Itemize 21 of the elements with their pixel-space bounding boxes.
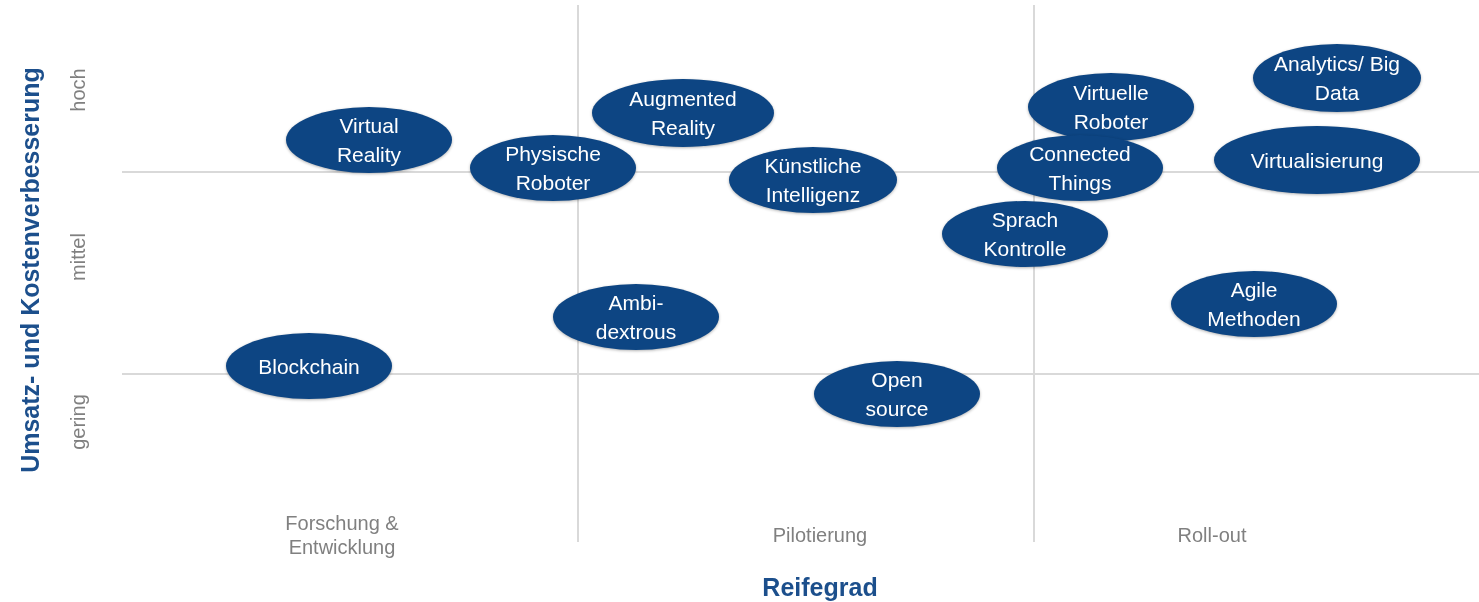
node-label: Augmented Reality [628,86,738,141]
x-category-label: Roll-out [1176,523,1248,547]
x-category-label: Pilotierung [771,523,869,547]
node-label: Connected Things [1028,141,1132,196]
y-tick-label: mittel [66,233,90,281]
node-label: Open source [864,367,930,422]
node-label: Virtuelle Roboter [1072,80,1150,135]
y-tick-label: hoch [66,68,90,112]
node-label: Blockchain [258,353,360,380]
node-label: Physische Roboter [504,141,602,196]
node-label: Analytics/ Big Data [1272,51,1402,106]
x-axis-title: Reifegrad [762,572,878,602]
y-tick-label: gering [66,394,90,450]
node-label: Künstliche Intelligenz [763,153,863,208]
x-category-label: Forschung & Entwicklung [284,511,400,559]
node-label: Sprach Kontrolle [982,207,1068,262]
y-axis-title: Umsatz- und Kostenverbesserung [15,67,45,473]
node-label: Agile Methoden [1206,277,1302,332]
node-label: Virtual Reality [335,113,403,168]
node-label: Ambi-dextrous [594,290,678,345]
node-label: Virtualisierung [1250,147,1384,174]
